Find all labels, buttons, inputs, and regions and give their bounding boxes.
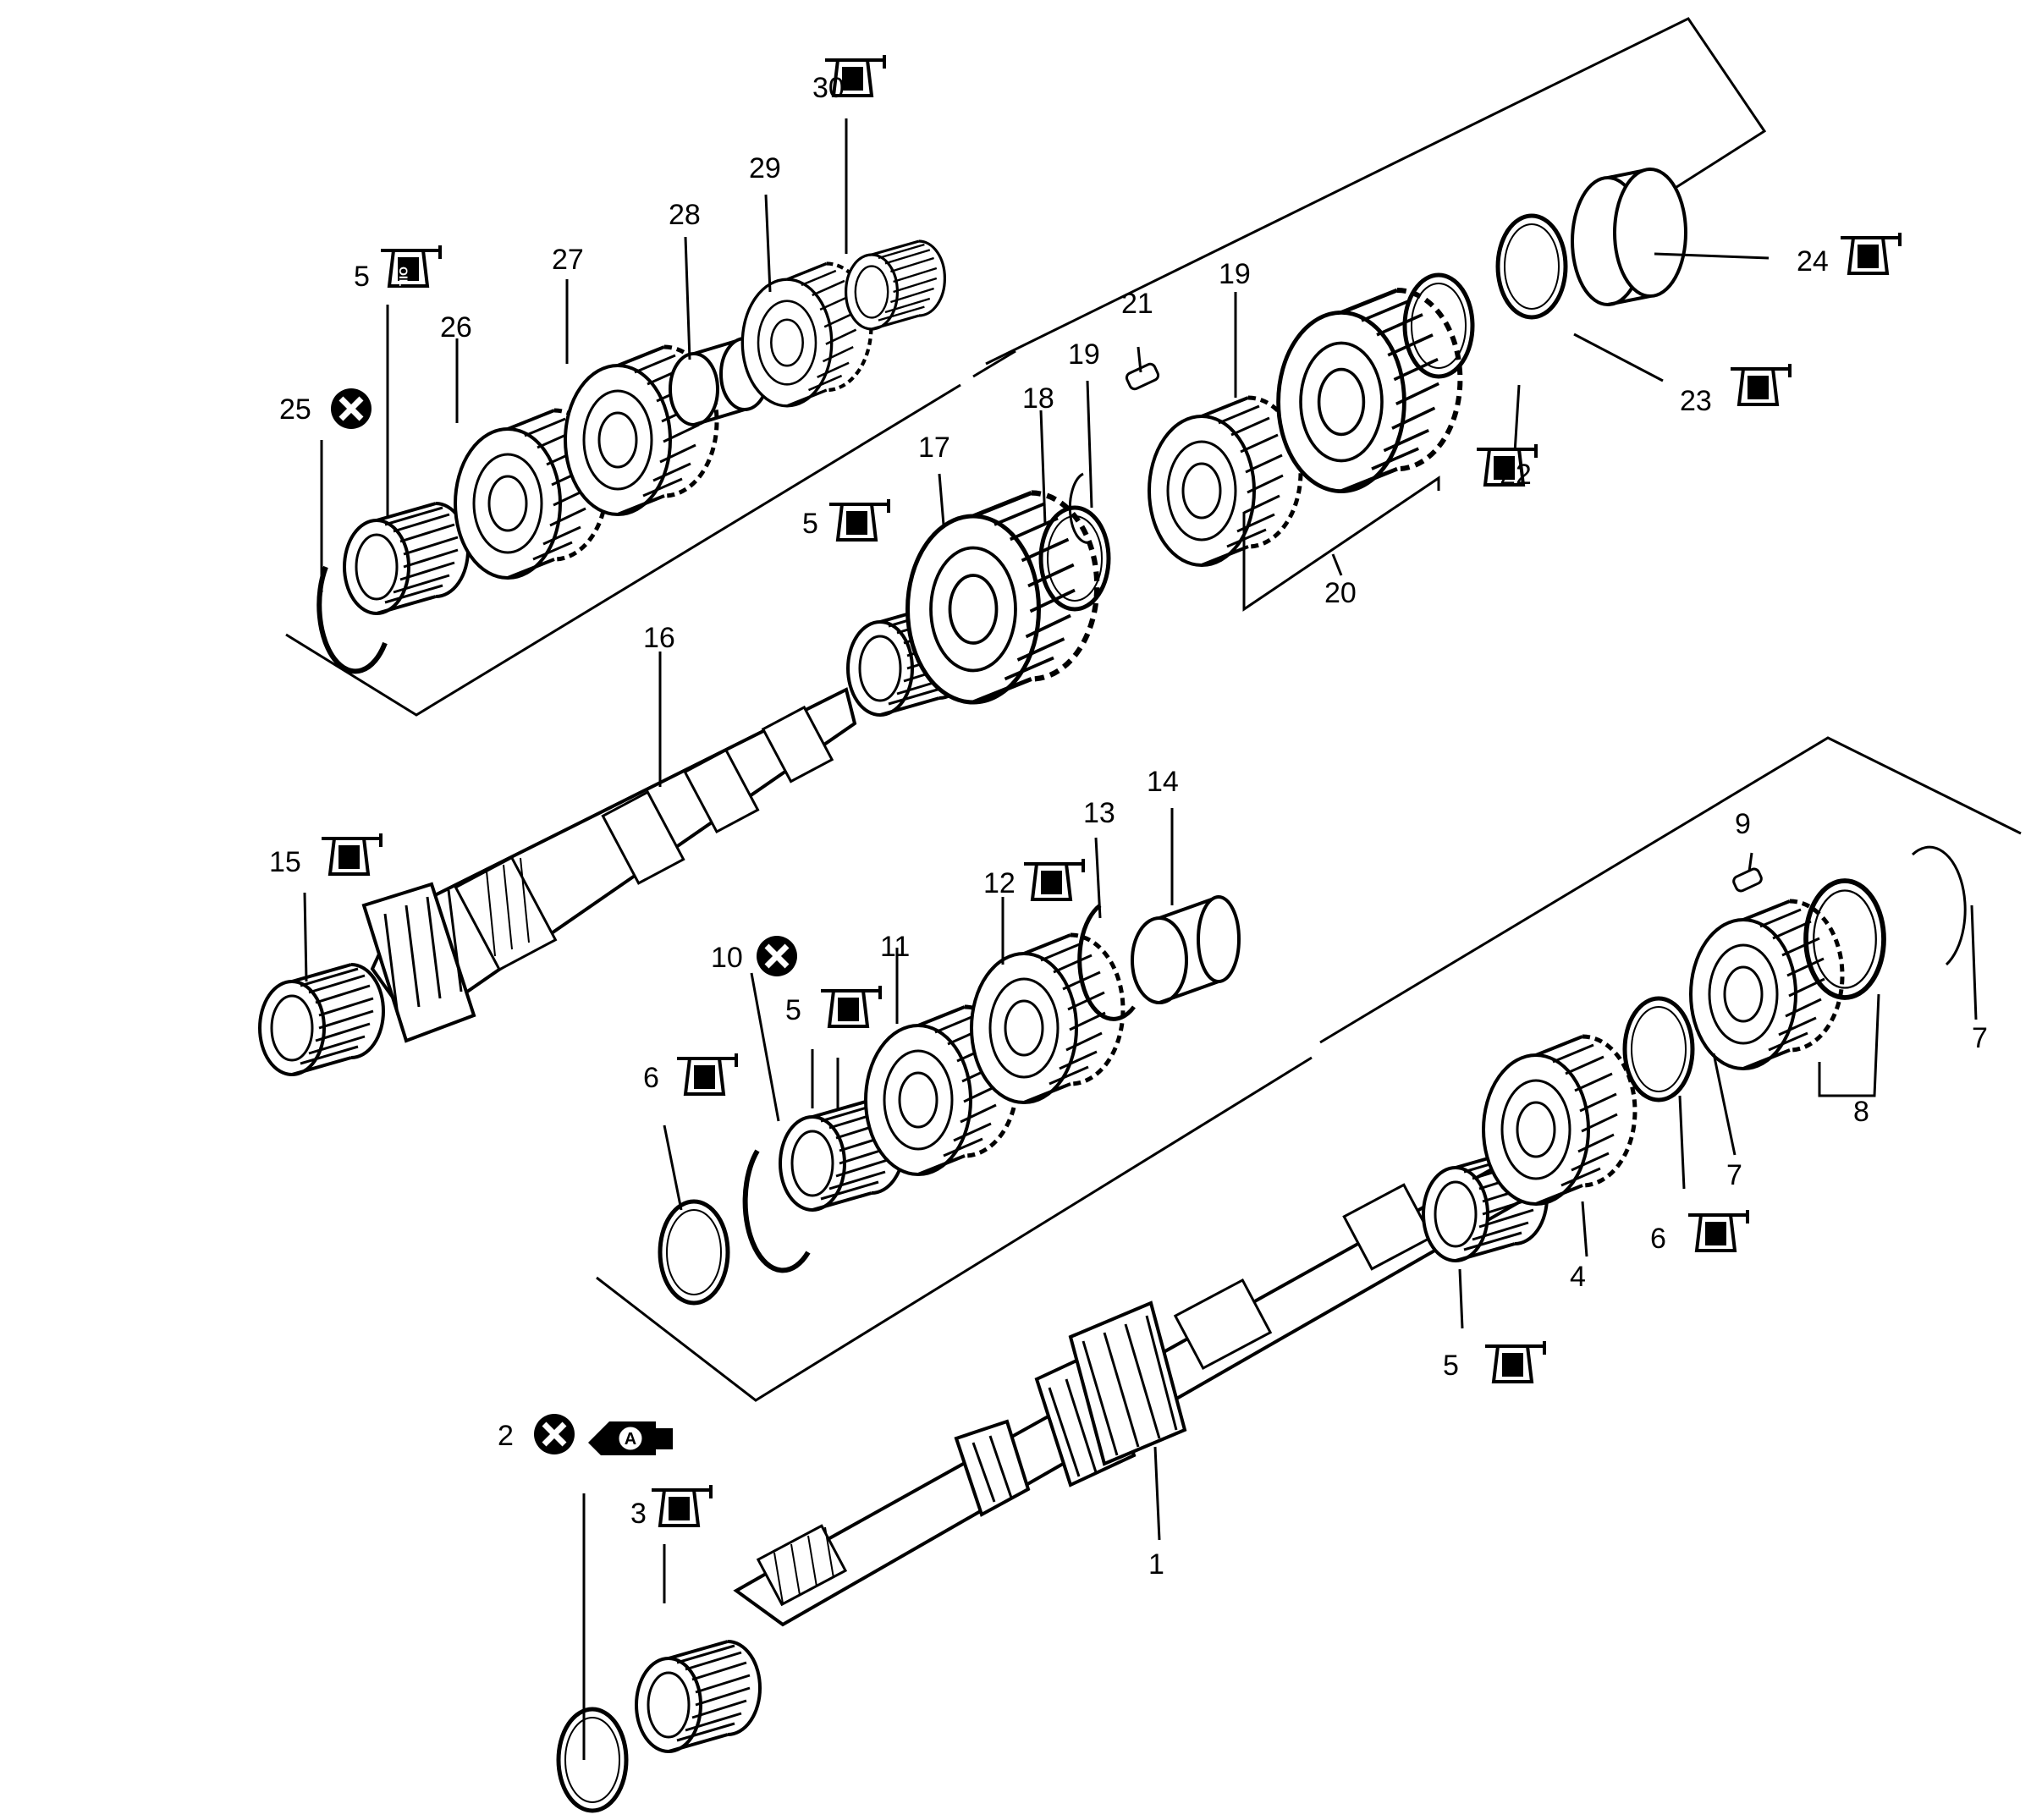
part-24-hub — [1571, 168, 1687, 306]
svg-text:A: A — [625, 1430, 636, 1449]
callout-1: 1 — [1148, 1548, 1164, 1581]
part-17-gear — [908, 493, 1098, 703]
oil-can-icon — [828, 498, 890, 542]
upper-shaft-outline — [285, 17, 1767, 717]
oil-labels: OIL — [397, 267, 410, 287]
callout-5a: 5 — [354, 261, 370, 293]
callout-23: 23 — [1680, 385, 1712, 417]
oil-can-icon — [1022, 857, 1085, 901]
part-13-snap-ring — [1077, 904, 1136, 1021]
callout-21: 21 — [1121, 288, 1153, 320]
callout-7a: 7 — [1726, 1159, 1742, 1191]
svg-text:OIL: OIL — [397, 267, 410, 287]
countershaft — [733, 1140, 1560, 1627]
main-shaft — [361, 687, 857, 1043]
part-5-needle-bearing-a — [343, 502, 470, 615]
lower-shaft-outline — [596, 736, 2022, 1402]
part-20-sleeve — [1279, 290, 1461, 492]
replace-icon — [331, 388, 372, 429]
part-18-synchro-ring — [1041, 508, 1109, 609]
oil-can-icon — [1483, 1339, 1546, 1383]
oil-can-icon — [1687, 1208, 1749, 1252]
callout-25: 25 — [279, 393, 311, 426]
replace-icon — [534, 1414, 575, 1454]
part-15-roller-bearing — [258, 963, 385, 1076]
part-6-ring-a — [660, 1201, 728, 1303]
callout-11: 11 — [880, 931, 910, 963]
callout-2: 2 — [498, 1420, 514, 1452]
callout-15: 15 — [269, 846, 301, 878]
callout-18: 18 — [1022, 382, 1054, 415]
callout-28: 28 — [669, 199, 701, 231]
callout-4: 4 — [1570, 1261, 1586, 1293]
callout-19a: 19 — [1068, 338, 1100, 371]
oil-can-icon — [819, 984, 882, 1028]
oil-can-icon — [1729, 362, 1792, 406]
callout-16: 16 — [643, 622, 675, 654]
part-21-key — [1125, 362, 1160, 391]
leader-lines — [303, 118, 1978, 1760]
callout-3: 3 — [630, 1498, 647, 1530]
part-6-ring-b — [1625, 998, 1692, 1100]
part-30-bearing — [844, 239, 947, 331]
callout-12: 12 — [983, 867, 1015, 899]
callout-29: 29 — [749, 152, 781, 184]
callout-5c: 5 — [785, 994, 801, 1026]
callout-14: 14 — [1147, 766, 1179, 798]
callout-17: 17 — [918, 432, 950, 464]
callout-8: 8 — [1853, 1096, 1869, 1128]
callout-5d: 5 — [1443, 1350, 1459, 1382]
oil-can-icon — [1839, 231, 1902, 275]
part-19-spring — [1068, 472, 1093, 544]
part-2-oil-seal — [559, 1709, 626, 1811]
replace-icon — [757, 936, 797, 976]
callout-22: 22 — [1500, 459, 1532, 491]
oil-can-icon — [320, 832, 383, 876]
part-25-snap-ring — [316, 565, 388, 674]
part-20-synchro-hub — [1149, 398, 1301, 565]
part-22-synchro-ring — [1405, 275, 1472, 377]
part-4-gear — [1483, 1036, 1635, 1204]
callout-27: 27 — [552, 244, 584, 276]
part-12-ball-bearing — [971, 935, 1123, 1102]
callout-26: 26 — [440, 311, 472, 344]
part-14-collar — [1131, 895, 1241, 1004]
part-9-key — [1732, 867, 1763, 893]
callout-13: 13 — [1083, 797, 1115, 829]
callouts: 1 2 3 4 5 5 5 5 6 6 7 7 8 9 10 11 12 13 … — [269, 72, 1988, 1581]
callout-7b: 7 — [1972, 1022, 1988, 1054]
oil-can-icon — [650, 1483, 713, 1527]
callout-5b: 5 — [802, 508, 818, 540]
callout-6a: 6 — [643, 1062, 659, 1094]
callout-24: 24 — [1797, 245, 1829, 278]
callout-19b: 19 — [1219, 258, 1251, 290]
part-10-snap-ring — [742, 1149, 811, 1273]
callout-20: 20 — [1324, 577, 1357, 609]
callout-9: 9 — [1735, 808, 1751, 840]
adhesive-icon: A — [588, 1421, 673, 1455]
callout-10: 10 — [711, 942, 743, 974]
part-23-spring — [1498, 216, 1566, 317]
callout-30: 30 — [812, 72, 845, 104]
part-3-ball-bearing — [635, 1640, 762, 1753]
oil-can-icon — [675, 1052, 738, 1096]
callout-6b: 6 — [1650, 1223, 1666, 1255]
part-7-ring — [1911, 845, 1967, 966]
